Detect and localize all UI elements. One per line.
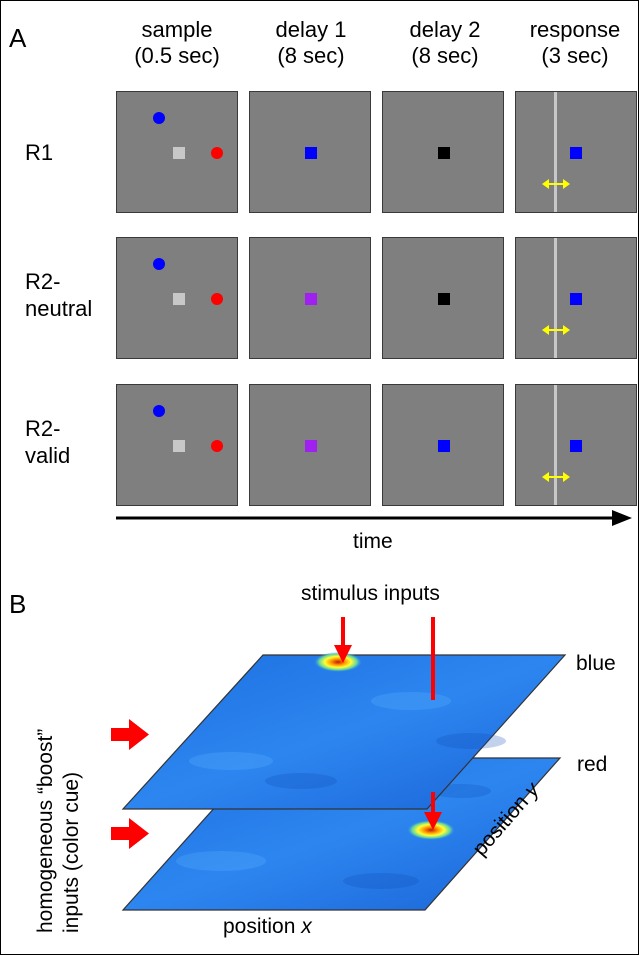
position-x-label: position x <box>223 916 312 937</box>
panel-b-letter: B <box>9 589 27 619</box>
gray-square <box>173 293 185 305</box>
column-header-sample: sample (0.5 sec) <box>107 17 247 69</box>
blue-dot <box>153 258 165 270</box>
blue-dot <box>153 405 165 417</box>
blue-square <box>305 147 317 159</box>
blue-square <box>438 440 450 452</box>
stimulus-arrow-red-head <box>424 812 442 830</box>
position-x-prefix: position <box>223 915 302 938</box>
gray-square <box>173 147 185 159</box>
blue-square <box>570 440 582 452</box>
column-header-delay-2: delay 2 (8 sec) <box>375 17 515 69</box>
response-cursor-line <box>554 238 557 358</box>
sample-screen-r2-valid <box>116 384 238 506</box>
column-title: sample <box>141 17 213 42</box>
blue-square <box>570 293 582 305</box>
blue-layer-peak <box>314 652 362 672</box>
delay2-screen-r1 <box>382 91 504 213</box>
row-label-r2-valid: R2- valid <box>25 415 70 469</box>
column-title: response <box>529 17 621 42</box>
red-dot <box>211 440 223 452</box>
double-arrow-icon <box>542 179 570 189</box>
sample-screen-r1 <box>116 91 238 213</box>
row-label-line: R1 <box>25 140 54 165</box>
column-title: delay 2 <box>409 17 481 42</box>
response-screen-r2-valid <box>515 384 637 506</box>
delay2-screen-r2-neutral <box>382 237 504 359</box>
row-label-line: R2- <box>25 269 61 294</box>
row-label-r1: R1 <box>25 139 53 166</box>
column-title: delay 1 <box>275 17 347 42</box>
column-duration: (8 sec) <box>277 43 345 68</box>
blue-layer-label: blue <box>576 652 616 675</box>
response-cursor-line <box>554 385 557 505</box>
boost-arrow-top-shaft <box>111 728 131 741</box>
double-arrow-icon <box>542 325 570 335</box>
black-square <box>438 293 450 305</box>
boost-label-line: homogeneous “boost” <box>34 728 57 933</box>
double-arrow-icon <box>542 472 570 482</box>
gray-square <box>173 440 185 452</box>
response-screen-r1 <box>515 91 637 213</box>
response-cursor-line <box>554 92 557 212</box>
row-label-line: valid <box>25 443 71 468</box>
row-label-line: neutral <box>25 296 93 321</box>
boost-arrow-bottom-head <box>129 818 149 849</box>
red-layer-label: red <box>577 753 608 776</box>
boost-arrow-bottom-shaft <box>111 827 131 840</box>
red-dot <box>211 293 223 305</box>
row-label-line: R2- <box>25 416 61 441</box>
column-duration: (8 sec) <box>411 43 479 68</box>
delay1-screen-r1 <box>249 91 371 213</box>
stimulus-inputs-label: stimulus inputs <box>301 582 440 605</box>
blue-dot <box>153 112 165 124</box>
time-label: time <box>353 530 393 553</box>
boost-arrow-top-head <box>129 719 149 750</box>
delay1-screen-r2-valid <box>249 384 371 506</box>
purple-square <box>305 440 317 452</box>
sample-screen-r2-neutral <box>116 237 238 359</box>
purple-square <box>305 293 317 305</box>
column-duration: (3 sec) <box>541 43 609 68</box>
boost-inputs-label: homogeneous “boost” inputs (color cue) <box>33 729 85 933</box>
position-x-var: x <box>301 915 312 938</box>
column-header-response: response (3 sec) <box>505 17 639 69</box>
column-header-delay-1: delay 1 (8 sec) <box>241 17 381 69</box>
blue-square <box>570 147 582 159</box>
time-arrow-icon <box>116 510 632 526</box>
delay2-screen-r2-valid <box>382 384 504 506</box>
black-square <box>438 147 450 159</box>
delay1-screen-r2-neutral <box>249 237 371 359</box>
column-duration: (0.5 sec) <box>134 43 220 68</box>
row-label-r2-neutral: R2- neutral <box>25 268 92 322</box>
panel-a-letter: A <box>9 23 27 53</box>
boost-label-line: inputs (color cue) <box>60 771 83 933</box>
red-dot <box>211 147 223 159</box>
stimulus-arrow-blue-head <box>334 645 352 663</box>
red-layer-peak <box>407 820 455 840</box>
response-screen-r2-neutral <box>515 237 637 359</box>
blue-layer-plane <box>121 654 567 810</box>
